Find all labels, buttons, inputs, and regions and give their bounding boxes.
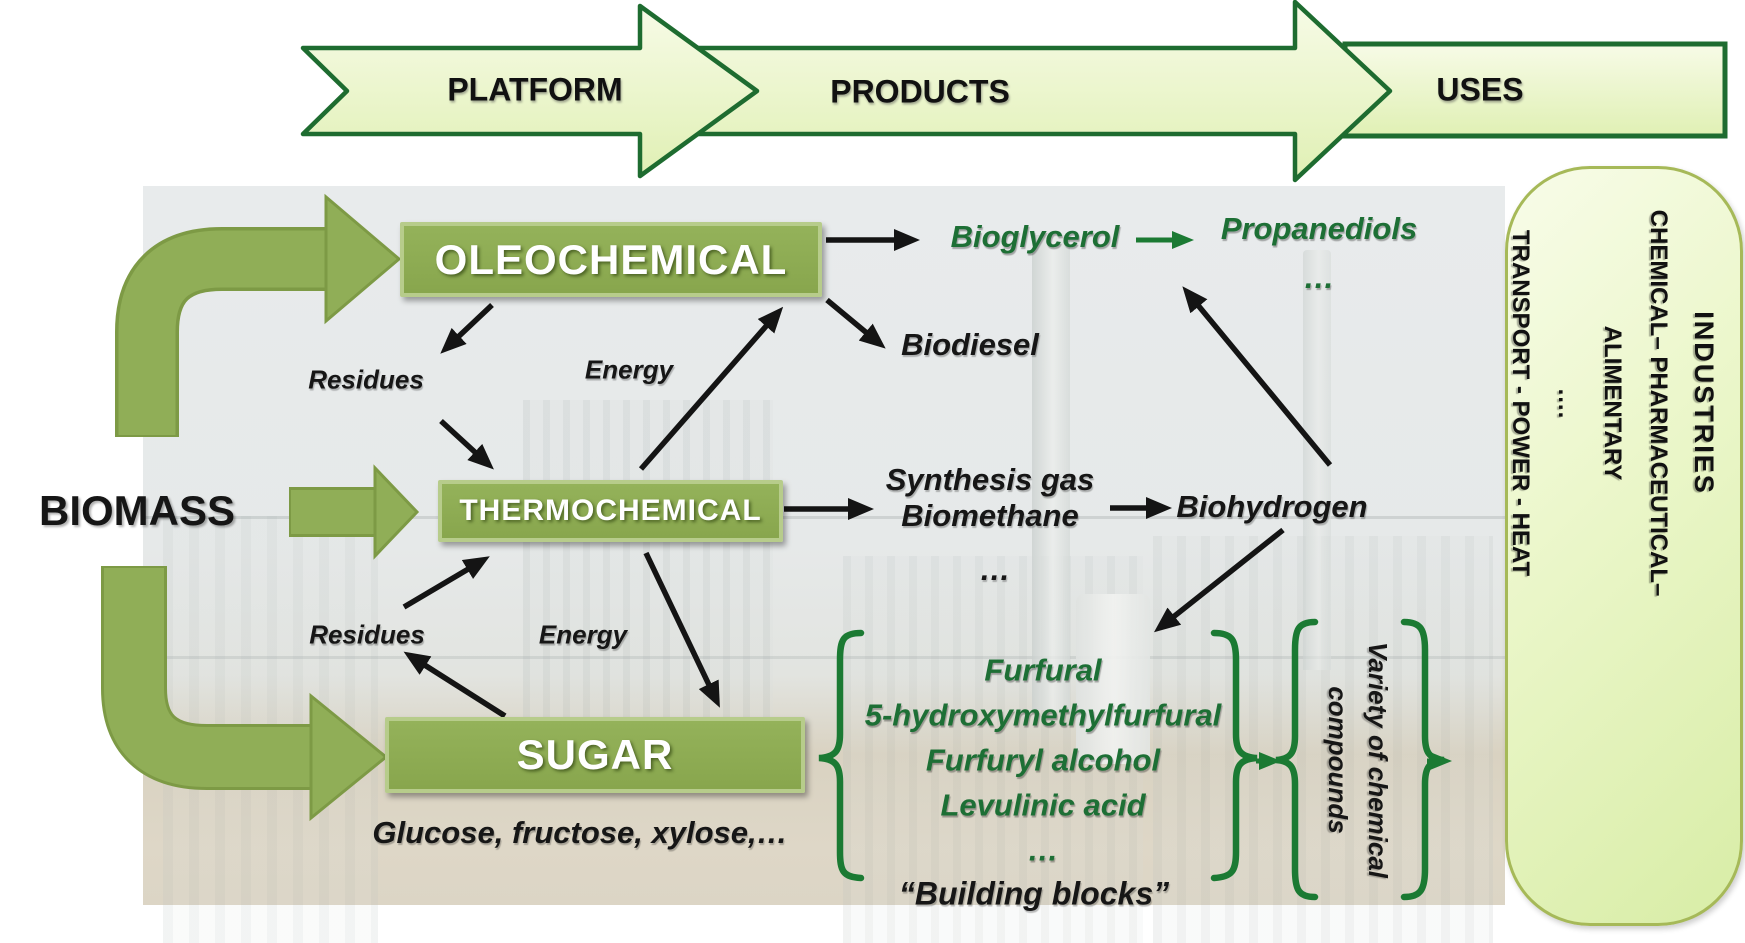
- residues-to-thermo-arrow: [439, 418, 494, 470]
- uses-banner-bar: [1342, 41, 1728, 139]
- refinery-pipe: [143, 656, 1505, 659]
- biomass-to-sugar-arrow: [101, 566, 389, 822]
- products-banner-arrow: [687, 0, 1393, 183]
- sugar-caption: Glucose, fructose, xylose,…: [372, 815, 788, 850]
- platform-banner-arrow: [300, 3, 760, 179]
- oleochemical-platform-box: OLEOCHEMICAL: [400, 222, 822, 297]
- thermo-energy-to-sugar-arrow: [643, 551, 720, 708]
- sugar-products-ellipsis: …: [1027, 832, 1059, 868]
- variety-line-2: compounds: [1323, 686, 1353, 834]
- industries-heading: INDUSTRIES: [1689, 311, 1719, 495]
- building-blocks-label: “Building blocks”: [898, 875, 1170, 912]
- brace-left-variety: [1275, 618, 1319, 901]
- thermo-energy-to-oleo-arrow: [638, 306, 784, 471]
- sugar-label: SUGAR: [516, 731, 674, 778]
- refinery-photo-background: [143, 186, 1505, 943]
- industries-sectors: CHEMICAL– PHARMACEUTICAL– ALIMENTARY: [1599, 209, 1672, 597]
- syngas-ellipsis: …: [979, 552, 1011, 587]
- biomass-to-oleochemical-arrow: [115, 193, 402, 437]
- biohydrogen-to-propanediols-arrow: [1182, 286, 1333, 467]
- thermochemical-platform-box: THERMOCHEMICAL: [438, 480, 783, 542]
- brace-left-building-blocks: [818, 629, 865, 882]
- syngas-biomethane-label: Synthesis gas Biomethane: [885, 462, 1095, 533]
- propanediols-label: Propanediols: [1220, 211, 1418, 246]
- variety-line-1: Variety of chemical: [1363, 641, 1393, 879]
- refinery-silo: [1076, 594, 1150, 764]
- industries-ellipsis: ….: [1553, 387, 1580, 419]
- furfural-label: Furfural: [984, 652, 1102, 688]
- sugar-products-list: Furfural 5-hydroxymethylfurfural Furfury…: [865, 648, 1222, 873]
- brace-right-variety: [1400, 618, 1445, 901]
- energy-bottom-label: Energy: [538, 619, 628, 650]
- residues-top-label: Residues: [308, 364, 424, 395]
- bioglycerol-label: Bioglycerol: [950, 219, 1120, 254]
- residues-to-thermo-lower-arrow: [402, 556, 490, 610]
- banner-step-uses: USES: [1436, 71, 1524, 108]
- biomass-label: BIOMASS: [38, 487, 236, 534]
- biohydrogen-to-buildingblocks-arrow: [1153, 527, 1285, 633]
- sugar-to-residues-arrow: [403, 651, 507, 719]
- sugar-platform-box: SUGAR: [385, 717, 805, 793]
- industries-uses-panel: [1505, 166, 1743, 926]
- furfuryl-alcohol-label: Furfuryl alcohol: [925, 742, 1161, 778]
- propanediols-ellipsis: …: [1303, 260, 1335, 295]
- biodiesel-label: Biodiesel: [901, 327, 1039, 362]
- uses-sectors: TRANSPORT - POWER - HEAT: [1507, 229, 1534, 577]
- oleo-to-residues-arrow: [440, 302, 494, 354]
- refinery-pipe: [143, 516, 1505, 519]
- industries-uses-text: INDUSTRIES CHEMICAL– PHARMACEUTICAL– ALI…: [1507, 153, 1719, 653]
- brace-right-building-blocks: [1210, 629, 1258, 882]
- banner-step-products: PRODUCTS: [830, 73, 1010, 110]
- residues-bottom-label: Residues: [309, 619, 425, 650]
- biomass-to-thermochemical-arrow: [289, 464, 420, 560]
- banner-step-platform: PLATFORM: [447, 71, 623, 108]
- biohydrogen-label: Biohydrogen: [1176, 489, 1368, 524]
- thermochemical-label: THERMOCHEMICAL: [459, 494, 762, 527]
- refinery-chimney: [1032, 235, 1070, 710]
- levulinic-acid-label: Levulinic acid: [940, 787, 1146, 823]
- oleo-to-biodiesel-arrow: [825, 297, 886, 349]
- energy-top-label: Energy: [584, 354, 674, 385]
- hmf-label: 5-hydroxymethylfurfural: [864, 697, 1222, 733]
- variety-of-compounds-label: Variety of chemical compounds: [1318, 615, 1398, 905]
- oleochemical-label: OLEOCHEMICAL: [434, 235, 788, 283]
